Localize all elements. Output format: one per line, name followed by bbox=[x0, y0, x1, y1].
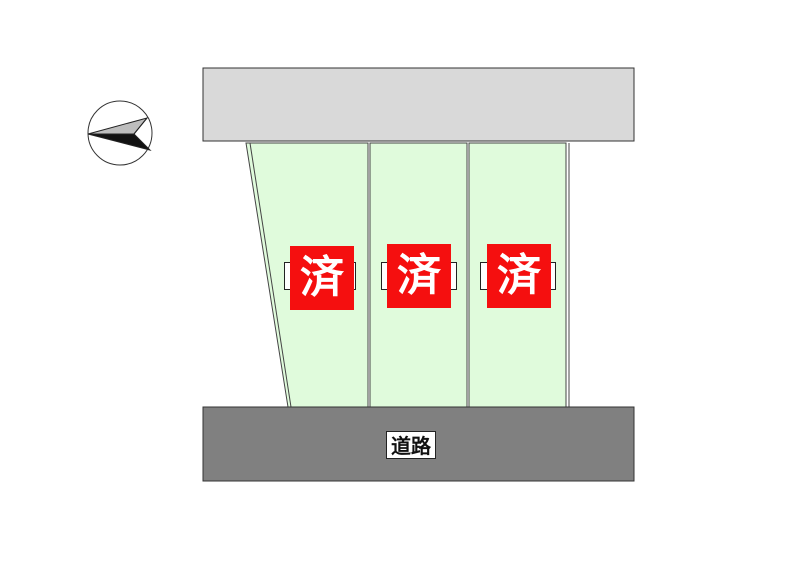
lot-3-sold-stamp: 済 bbox=[487, 244, 551, 308]
north-arrow-icon bbox=[87, 100, 153, 166]
lot-1-west-boundary-inner bbox=[249, 142, 292, 408]
lot-1-sold-stamp: 済 bbox=[290, 246, 354, 310]
north-road bbox=[202, 67, 635, 142]
road-label: 道路 bbox=[386, 431, 436, 459]
lot-2-sold-stamp: 済 bbox=[387, 244, 451, 308]
